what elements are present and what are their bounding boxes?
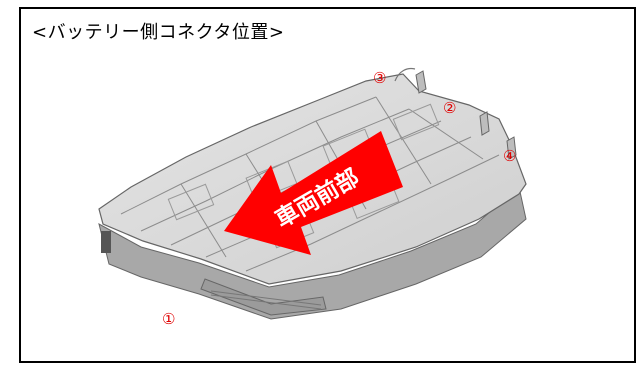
connector-marker-2: ②: [443, 99, 456, 117]
direction-arrow: [224, 131, 403, 255]
battery-pack-illustration: 車両前部 ③ ② ④ ①: [98, 67, 527, 328]
page-title: <バッテリー側コネクタ位置>: [32, 22, 285, 43]
connector-1-block: [101, 231, 111, 253]
document-frame: <バッテリー側コネクタ位置>: [19, 7, 636, 363]
connector-marker-4: ④: [503, 147, 516, 165]
connector-marker-1: ①: [162, 310, 175, 328]
connector-marker-3: ③: [373, 69, 386, 87]
